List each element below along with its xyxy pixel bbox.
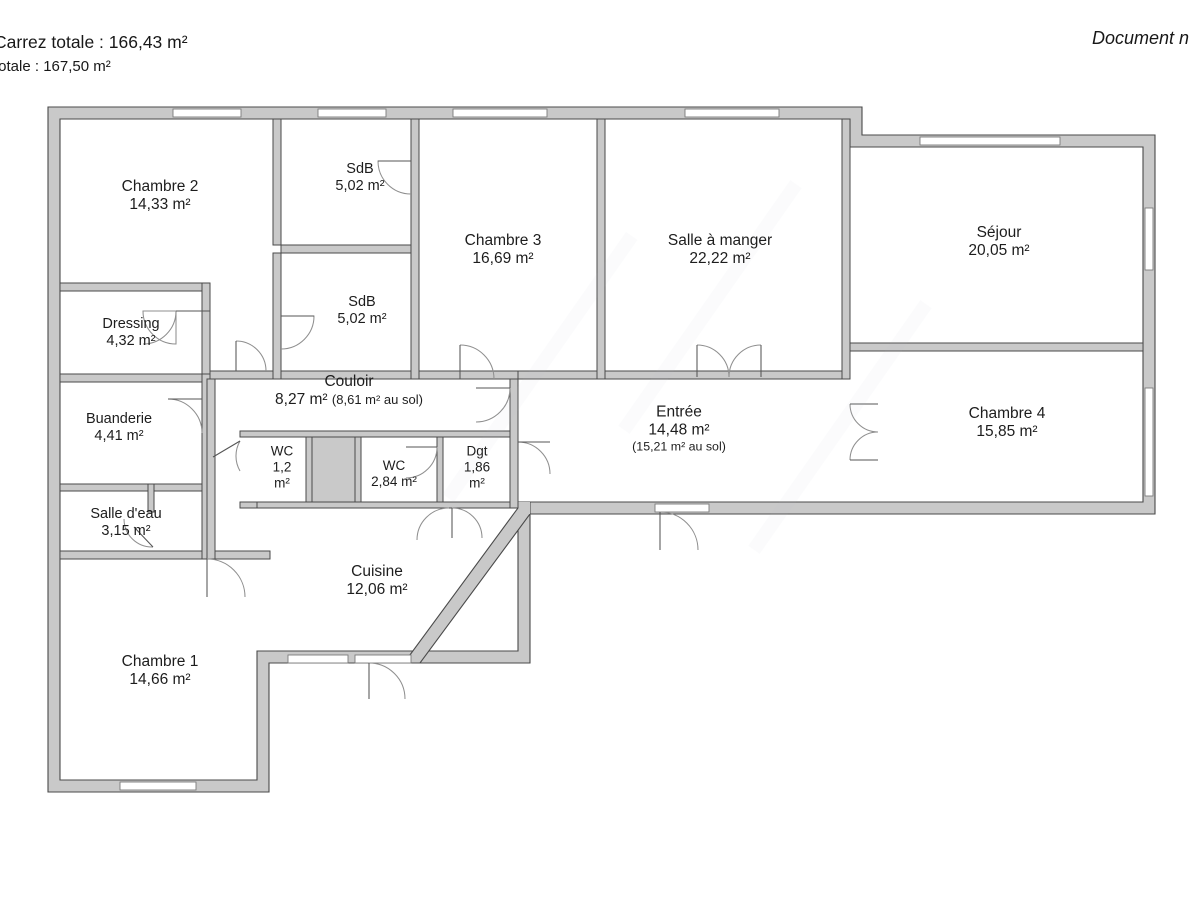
window-sam-north bbox=[684, 108, 780, 118]
door-dressing bbox=[142, 310, 177, 345]
door-sam-right-arc bbox=[728, 344, 762, 378]
partition-chambre2-dressing bbox=[59, 282, 211, 292]
partition-wc-right-east bbox=[436, 436, 444, 503]
window-chambre4-east bbox=[1144, 387, 1154, 497]
window-sdb-north bbox=[317, 108, 387, 118]
window-entree-south bbox=[654, 503, 710, 513]
door-sam-left-arc bbox=[696, 344, 730, 378]
door-sdb-bas bbox=[280, 315, 315, 350]
surface-total-label: totale : 167,50 m² bbox=[0, 58, 111, 75]
partition-chambre2-sdb-lower bbox=[272, 252, 282, 380]
partition-chambre3-sam bbox=[596, 118, 606, 380]
partition-couloir-west bbox=[206, 378, 216, 560]
partition-north-couloir bbox=[206, 370, 519, 380]
window-cuisine-south bbox=[287, 654, 349, 664]
windows-layer bbox=[119, 108, 1154, 791]
door-salledeau-leaf bbox=[133, 526, 154, 548]
door-chambre3-arc bbox=[459, 344, 495, 380]
surface-carrez-total-label: Carrez totale : 166,43 m² bbox=[0, 32, 188, 52]
door-chambre4-top-arc bbox=[849, 403, 879, 433]
door-wc-droite-arc bbox=[405, 446, 438, 479]
door-dgt-arc bbox=[517, 441, 551, 475]
partition-couloir-entree bbox=[509, 378, 519, 509]
door-couloir-entree-arc bbox=[475, 387, 511, 423]
door-couloir-top-arc bbox=[235, 340, 267, 372]
walls-layer bbox=[47, 106, 1156, 793]
partition-salledeau-chambre1 bbox=[59, 550, 271, 560]
kitchen-chamfer-wall bbox=[402, 501, 531, 664]
partition-sdb-chambre3 bbox=[410, 118, 420, 380]
door-dressing-arc bbox=[142, 310, 177, 345]
door-couloir-west-leaf bbox=[212, 440, 241, 458]
kitchen-chamfer-wall-fill bbox=[518, 502, 530, 514]
door-cuisine-south-arc bbox=[368, 662, 406, 700]
door-entree-arc bbox=[659, 511, 699, 551]
window-chambre2-north bbox=[172, 108, 242, 118]
window-sejour-east bbox=[1144, 207, 1154, 271]
door-buanderie-arc bbox=[167, 398, 203, 434]
partition-wc-left-east bbox=[305, 436, 313, 503]
watermark bbox=[442, 180, 932, 554]
document-number-label: Document n bbox=[1092, 28, 1190, 48]
partition-sdb-haut-bas bbox=[280, 244, 412, 254]
door-cuisine-north-arc bbox=[416, 507, 450, 541]
door-chambre1-arc bbox=[206, 558, 246, 598]
partition-dressing-east bbox=[201, 282, 211, 383]
door-chambre4-bottom-arc bbox=[849, 431, 879, 461]
window-sejour-north bbox=[919, 136, 1061, 146]
partition-buanderie-salledeau bbox=[59, 483, 211, 492]
partition-cuisine-top bbox=[256, 501, 519, 509]
partition-dressing-buanderie bbox=[59, 373, 211, 383]
window-chambre1-south bbox=[119, 781, 197, 791]
partition-wc-block-top bbox=[239, 430, 519, 438]
partition-chambre2-sdb bbox=[272, 118, 282, 246]
service-shaft-block bbox=[311, 436, 356, 503]
partition-blockvoid-east bbox=[354, 436, 362, 503]
partition-sam-sejour bbox=[841, 118, 851, 380]
door-dgt-south-arc bbox=[451, 507, 483, 539]
door-sdb-haut bbox=[377, 160, 412, 195]
doors-layer bbox=[123, 160, 879, 700]
partition-salledeau-divider bbox=[147, 483, 155, 513]
window-cuisine-south-2 bbox=[354, 654, 412, 664]
door-salledeau-arc bbox=[123, 518, 154, 548]
window-chambre3-north bbox=[452, 108, 548, 118]
door-couloir-west-arc bbox=[235, 440, 241, 472]
